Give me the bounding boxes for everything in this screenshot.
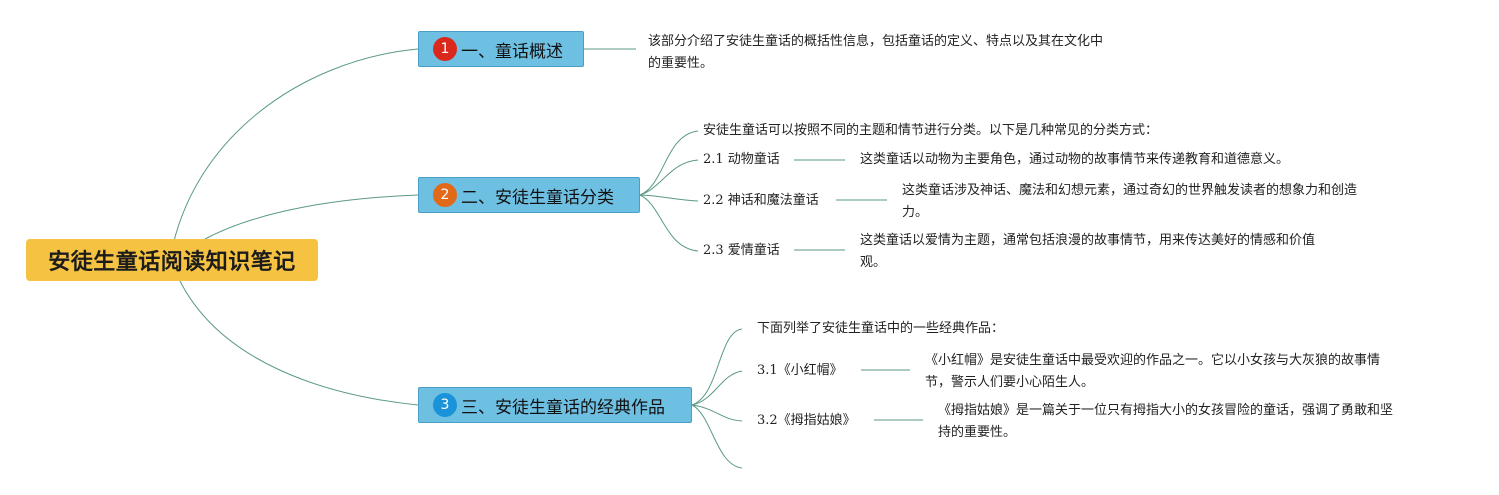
connector-root-topic-2 [204,194,419,240]
topic-2-item-3-desc-line-1: 这类童话以爱情为主题，通常包括浪漫的故事情节，用来传达美好的情感和价值 [860,233,1316,248]
topic-2-item-2-desc-line-1: 这类童话涉及神话、魔法和幻想元素，通过奇幻的世界触发读者的想象力和创造 [902,183,1358,198]
topic-2-item-2-desc: 这类童话涉及神话、魔法和幻想元素，通过奇幻的世界触发读者的想象力和创造 力。 [902,180,1412,224]
topic-2-item-3-desc: 这类童话以爱情为主题，通常包括浪漫的故事情节，用来传达美好的情感和价值 观。 [860,230,1370,274]
topic-3-item-1-desc: 《小红帽》是安徒生童话中最受欢迎的作品之一。它以小女孩与大灰狼的故事情 节，警示… [925,350,1445,394]
connector-topic-2-intro [639,130,699,196]
number-1-icon: 1 [433,37,457,61]
topic-3-item-1-desc-line-1: 《小红帽》是安徒生童话中最受欢迎的作品之一。它以小女孩与大灰狼的故事情 [925,353,1381,368]
topic-3-item-2-desc: 《拇指姑娘》是一篇关于一位只有拇指大小的女孩冒险的童话，强调了勇敢和坚 持的重要… [938,400,1458,444]
topic-2-item-3-desc-line-2: 观。 [860,255,887,270]
topic-2-item-1-desc: 这类童话以动物为主要角色，通过动物的故事情节来传递教育和道德意义。 [860,149,1380,171]
connector-topic-2-item-3 [639,194,699,252]
root-title: 安徒生童话阅读知识笔记 [48,250,296,275]
connector-topic-2-item-1 [639,159,699,196]
connector-topic-3-extra [691,404,743,469]
root-node[interactable]: 安徒生童话阅读知识笔记 [26,239,318,281]
topic-1-label: 一、童话概述 [461,41,563,62]
connector-topic-3-item-2 [691,404,743,422]
topic-3-label: 三、安徒生童话的经典作品 [461,397,665,418]
topic-2-intro: 安徒生童话可以按照不同的主题和情节进行分类。以下是几种常见的分类方式： [703,123,1159,138]
topic-2-item-3-label[interactable]: 2.3 爱情童话 [703,243,780,258]
topic-2-item-1-desc-line-1: 这类童话以动物为主要角色，通过动物的故事情节来传递教育和道德意义。 [860,152,1290,167]
topic-3-item-2-desc-line-2: 持的重要性。 [938,425,1017,440]
number-3-icon: 3 [433,393,457,417]
number-2-icon: 2 [433,183,457,207]
connector-topic-3-intro [691,328,743,406]
topic-3-item-2-desc-line-1: 《拇指姑娘》是一篇关于一位只有拇指大小的女孩冒险的童话，强调了勇敢和坚 [938,403,1394,418]
topic-1-note-line-2: 的重要性。 [648,56,714,71]
topic-3-item-1-desc-line-2: 节，警示人们要小心陌生人。 [925,375,1095,390]
topic-node-3[interactable]: 3 三、安徒生童话的经典作品 [418,387,692,423]
connector-topic-2-item-2 [639,194,699,202]
topic-node-1[interactable]: 1 一、童话概述 [418,31,584,67]
topic-2-item-2-desc-line-2: 力。 [902,205,929,220]
topic-2-item-2-label[interactable]: 2.2 神话和魔法童话 [703,193,819,208]
topic-1-note: 该部分介绍了安徒生童话的概括性信息，包括童话的定义、特点以及其在文化中 的重要性… [648,31,1158,75]
topic-2-item-1-label[interactable]: 2.1 动物童话 [703,152,780,167]
connector-topic-3-item-1 [691,370,743,406]
topic-3-item-2-label[interactable]: 3.2《拇指姑娘》 [757,413,856,428]
connector-root-topic-1 [169,48,419,261]
topic-node-2[interactable]: 2 二、安徒生童话分类 [418,177,640,213]
topic-2-label: 二、安徒生童话分类 [461,187,614,208]
topic-3-intro: 下面列举了安徒生童话中的一些经典作品： [757,321,1005,336]
topic-3-item-1-label[interactable]: 3.1《小红帽》 [757,363,843,378]
connector-root-topic-3 [179,280,419,406]
topic-1-note-line-1: 该部分介绍了安徒生童话的概括性信息，包括童话的定义、特点以及其在文化中 [648,34,1104,49]
